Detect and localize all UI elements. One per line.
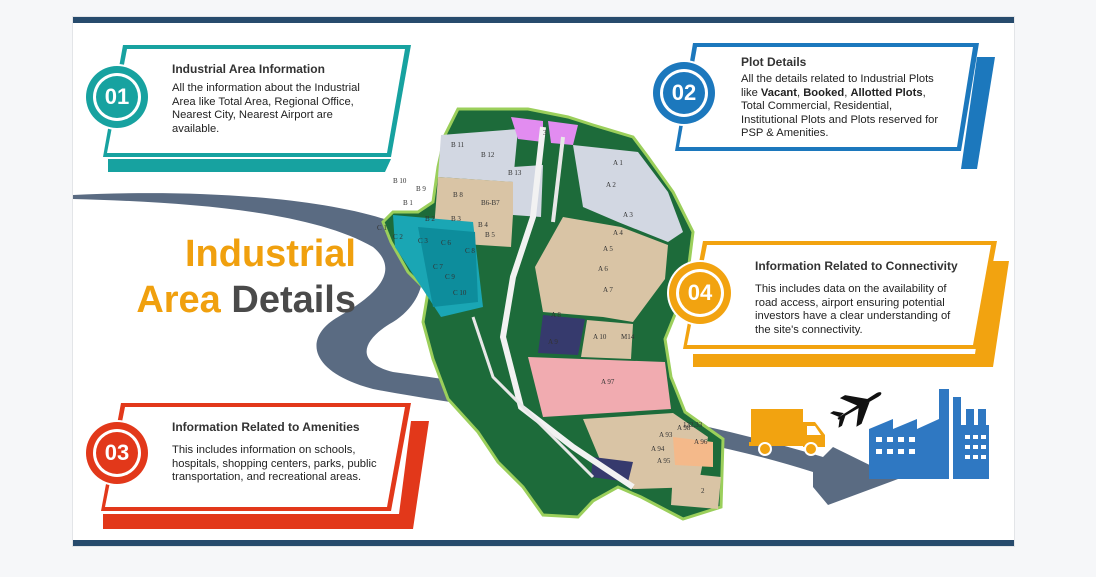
card-02-title: Plot Details [741,55,807,69]
card-03-body: This includes information on schools, ho… [172,444,377,484]
map-plot-label: C 10 [453,289,467,297]
card-01-body: All the information about the Industrial… [172,82,360,135]
infographic-art: B 11 B 12 B 13 B 10 B 9 B 8 B6-B7 B 1 B 2 B 3 B 4 B… [73,43,1009,529]
map-plot-label: B 9 [416,185,426,193]
card-01: Industrial Area Information All the info… [172,62,377,136]
card-01-number: 01 [104,84,130,109]
card-04-number: 04 [687,280,713,305]
map-plot-label: B 12 [481,151,495,159]
map-plot-label: A 94 [651,445,665,453]
map-plot-label: B 13 [508,169,522,177]
map-plot-label: A 95 [657,457,671,465]
map-plot-label: B 1 [403,199,413,207]
card-03-title: Information Related to Amenities [172,420,360,434]
factory-icon [869,389,989,479]
map-plot-label: A 1 [613,159,623,167]
map-plot-label: A 96 [694,438,708,446]
card-03-number: 03 [104,440,130,465]
title-word-details: Details [231,279,356,321]
map-plot-label: A 6 [598,265,608,273]
page-title: Industrial Area Details [136,231,356,323]
map-plot-label: 2 [701,487,705,495]
card-01-frame [84,45,411,172]
industrial-map: B 11 B 12 B 13 B 10 B 9 B 8 B6-B7 B 1 B 2 B 3 B 4 B… [377,107,725,521]
map-plot-label: B 3 [451,215,461,223]
top-bar [73,17,1014,23]
map-plot-label: C 7 [433,263,443,271]
card-04-body: This includes data on the availability o… [755,283,951,336]
card-03-frame [84,403,429,529]
map-plot-label: A 98 [677,424,691,432]
card-02-frame [651,43,995,169]
map-plot-label: A 93 [659,431,673,439]
card-02-number: 02 [671,80,697,105]
card-03: Information Related to Amenities This in… [172,420,377,485]
map-plot-label: B 5 [485,231,495,239]
map-plot-label: A 10 [593,333,607,341]
map-plot-label: A 9 [548,338,558,346]
card-02: Plot Details All the details related to … [741,55,941,141]
card-04-frame [667,241,1009,367]
map-plot-label: C 3 [418,237,428,245]
map-plot-label: A 3 [623,211,633,219]
airplane-icon [830,392,882,428]
map-plot-label: 3 [543,129,547,137]
map-plot-label: A 5 [603,245,613,253]
map-plot-label: B 11 [451,141,465,149]
map-plot-label: C 1 [377,224,387,232]
map-plot-label: B 2 [425,215,435,223]
card-02-body: All the details related to Industrial Pl… [741,73,939,140]
map-plot-label: A 97 [601,378,615,386]
map-plot-label: C 8 [465,247,475,255]
truck-icon [749,409,825,456]
card-01-title: Industrial Area Information [172,62,325,76]
map-plot-label: C 2 [393,233,403,241]
map-plot-label: B 8 [453,191,463,199]
card-04: Information Related to Connectivity This… [755,259,965,337]
map-plot-label: C 9 [445,273,455,281]
card-04-title: Information Related to Connectivity [755,259,958,273]
map-plot-label: A 8 [551,311,561,319]
map-plot-label: B6-B7 [481,199,500,207]
map-plot-label: B 10 [393,177,407,185]
map-plot-label: A 7 [603,286,613,294]
title-word-area: Area [136,279,221,321]
map-plot-label: A 4 [613,229,623,237]
map-plot-label: A 2 [606,181,616,189]
infographic-card: B 11 B 12 B 13 B 10 B 9 B 8 B6-B7 B 1 B 2 B 3 B 4 B… [72,16,1015,547]
map-plot-label: M14 [621,333,635,341]
map-plot-label: B 4 [478,221,488,229]
bottom-bar [73,540,1014,546]
map-plot-label: C 6 [441,239,451,247]
map-plot-label: 132,33 [683,421,703,429]
title-line-1: Industrial [184,233,356,275]
